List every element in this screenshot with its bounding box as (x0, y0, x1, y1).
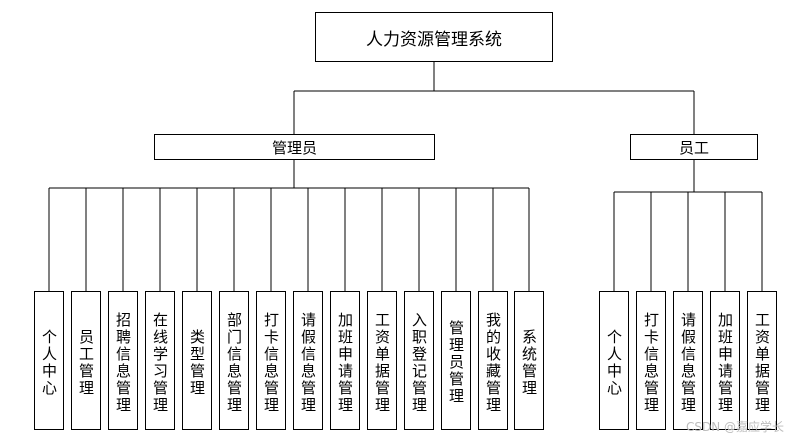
watermark: CSDN @嘉应学长 (685, 420, 784, 434)
leaf-node: 加班申请管理 (330, 291, 360, 430)
leaf-label: 请假信息管理 (299, 311, 317, 414)
leaf-node: 招聘信息管理 (108, 291, 138, 430)
leaf-label: 管理员管理 (447, 320, 465, 405)
leaf-node: 个人中心 (599, 291, 629, 430)
branch-node-employee: 员工 (630, 134, 758, 160)
leaf-node: 管理员管理 (441, 291, 471, 430)
leaf-node: 请假信息管理 (293, 291, 323, 430)
leaf-label: 打卡信息管理 (642, 311, 660, 414)
leaf-node: 系统管理 (514, 291, 544, 430)
leaf-node: 员工管理 (71, 291, 101, 430)
leaf-node: 工资单据管理 (367, 291, 397, 430)
leaf-label: 工资单据管理 (753, 311, 771, 414)
leaf-label: 招聘信息管理 (114, 311, 132, 414)
root-node: 人力资源管理系统 (315, 12, 553, 62)
branch-title: 管理员 (271, 138, 317, 157)
branch-title: 员工 (678, 138, 709, 157)
leaf-node: 在线学习管理 (145, 291, 175, 430)
leaf-label: 个人中心 (40, 328, 58, 397)
leaf-label: 打卡信息管理 (262, 311, 280, 414)
leaf-label: 个人中心 (605, 328, 623, 397)
leaf-node: 打卡信息管理 (256, 291, 286, 430)
branch-node-admin: 管理员 (154, 134, 435, 160)
leaf-label: 加班申请管理 (336, 311, 354, 414)
leaf-label: 在线学习管理 (151, 311, 169, 414)
leaf-node: 打卡信息管理 (636, 291, 666, 430)
leaf-label: 请假信息管理 (679, 311, 697, 414)
leaf-label: 工资单据管理 (373, 311, 391, 414)
leaf-node: 部门信息管理 (219, 291, 249, 430)
leaf-label: 类型管理 (188, 328, 206, 397)
leaf-node: 个人中心 (34, 291, 64, 430)
leaf-node: 我的收藏管理 (478, 291, 508, 430)
leaf-node: 加班申请管理 (710, 291, 740, 430)
leaf-node: 入职登记管理 (404, 291, 434, 430)
leaf-label: 部门信息管理 (225, 311, 243, 414)
leaf-node: 工资单据管理 (747, 291, 777, 430)
leaf-node: 类型管理 (182, 291, 212, 430)
root-title: 人力资源管理系统 (366, 29, 502, 50)
leaf-label: 加班申请管理 (716, 311, 734, 414)
leaf-label: 入职登记管理 (410, 311, 428, 414)
leaf-node: 请假信息管理 (673, 291, 703, 430)
leaf-label: 员工管理 (77, 328, 95, 397)
leaf-label: 系统管理 (520, 328, 538, 397)
leaf-label: 我的收藏管理 (484, 311, 502, 414)
